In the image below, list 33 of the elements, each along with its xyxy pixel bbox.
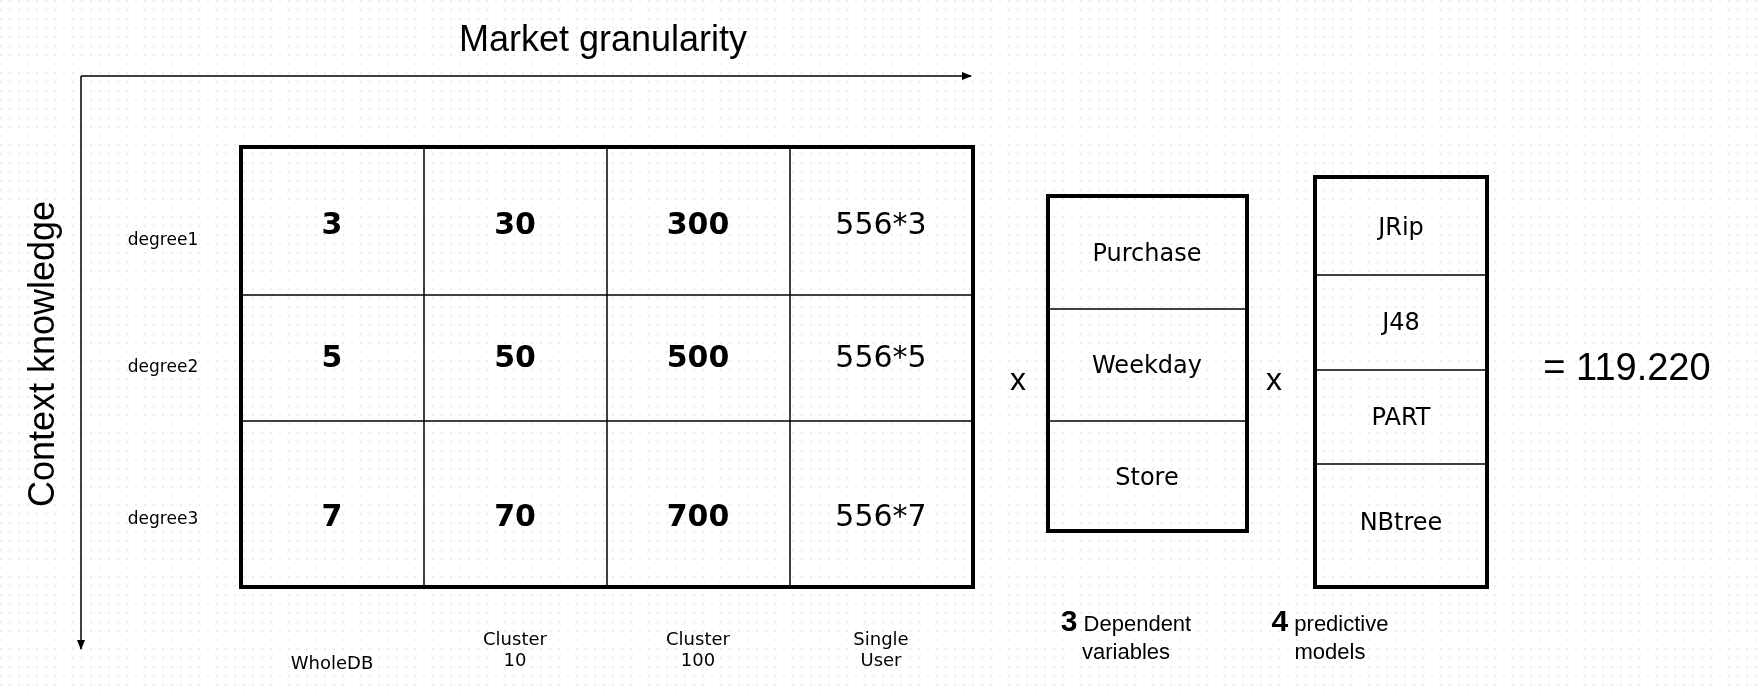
row-label: degree2 bbox=[127, 357, 199, 377]
axis-title: Context knowledge bbox=[21, 200, 63, 508]
cell-value: 5 bbox=[321, 339, 343, 375]
cell-value: 500 bbox=[666, 339, 730, 375]
cell-value: 556*3 bbox=[835, 206, 927, 242]
category-label: Store bbox=[1115, 464, 1179, 492]
cell-value: 3 bbox=[321, 206, 343, 242]
cell-value: 556*5 bbox=[835, 339, 927, 375]
category-label: JRip bbox=[1378, 214, 1424, 242]
column-label: Single User bbox=[852, 629, 910, 671]
category-label: J48 bbox=[1382, 309, 1420, 337]
cell-value: 556*7 bbox=[835, 498, 927, 534]
operator-sign: x bbox=[1266, 360, 1282, 398]
cell-value: 30 bbox=[494, 206, 536, 242]
cell-value: 70 bbox=[494, 498, 536, 534]
column-label: Cluster 100 bbox=[665, 629, 731, 671]
category-label: Purchase bbox=[1092, 240, 1202, 268]
category-label: Weekday bbox=[1092, 352, 1202, 380]
operator-sign: x bbox=[1010, 360, 1026, 398]
cell-value: 7 bbox=[321, 498, 343, 534]
result-value: = 119.220 bbox=[1543, 346, 1711, 390]
cell-value: 50 bbox=[494, 339, 536, 375]
caption: 4 predictive models bbox=[1270, 604, 1390, 664]
axis-title: Market granularity bbox=[458, 18, 748, 60]
column-label: Cluster 10 bbox=[482, 629, 548, 671]
category-label: PART bbox=[1371, 404, 1431, 432]
cell-value: 700 bbox=[666, 498, 730, 534]
caption: 3 Dependent variables bbox=[1059, 604, 1193, 664]
row-label: degree1 bbox=[127, 230, 199, 250]
cell-value: 300 bbox=[666, 206, 730, 242]
column-label: WholeDB bbox=[289, 652, 375, 674]
category-label: NBtree bbox=[1359, 509, 1443, 537]
row-label: degree3 bbox=[127, 509, 199, 529]
